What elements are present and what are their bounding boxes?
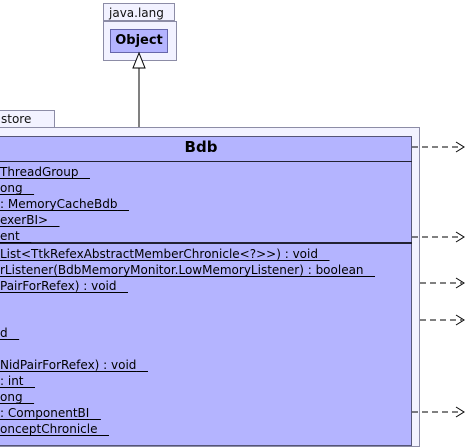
inheritance-arrowhead bbox=[132, 51, 146, 69]
method-item: : int bbox=[0, 374, 24, 388]
field-item: ong bbox=[0, 181, 23, 195]
class-bdb-method-separator bbox=[0, 242, 412, 244]
field-item: : MemoryCacheBdb bbox=[0, 197, 118, 211]
class-bdb-title: Bdb bbox=[184, 138, 218, 156]
association-arrowhead bbox=[455, 406, 465, 418]
method-item: d bbox=[0, 326, 8, 340]
method-item: rListener(BdbMemoryMonitor.LowMemoryList… bbox=[0, 263, 364, 277]
method-item: List<TtkRefexAbstractMemberChronicle<?>>… bbox=[0, 247, 318, 261]
association-arrowhead bbox=[455, 277, 465, 289]
association-layer bbox=[412, 141, 465, 418]
method-item: : ComponentBI bbox=[0, 406, 90, 420]
class-bdb-field-separator bbox=[0, 161, 412, 162]
method-item: ong bbox=[0, 390, 23, 404]
field-item: exerBI> bbox=[0, 213, 49, 227]
field-item: ent bbox=[0, 229, 20, 243]
class-bdb[interactable] bbox=[0, 136, 412, 446]
package-java-lang-tab: java.lang bbox=[103, 3, 175, 21]
association-arrowhead bbox=[455, 231, 465, 243]
method-item: NidPairForRefex) : void bbox=[0, 358, 137, 372]
field-item: ThreadGroup bbox=[0, 165, 79, 179]
association-arrowhead bbox=[455, 141, 465, 153]
connectors-layer bbox=[132, 51, 146, 136]
method-item: PairForRefex) : void bbox=[0, 279, 117, 293]
method-item: onceptChronicle bbox=[0, 422, 98, 436]
association-arrowhead bbox=[455, 314, 465, 326]
